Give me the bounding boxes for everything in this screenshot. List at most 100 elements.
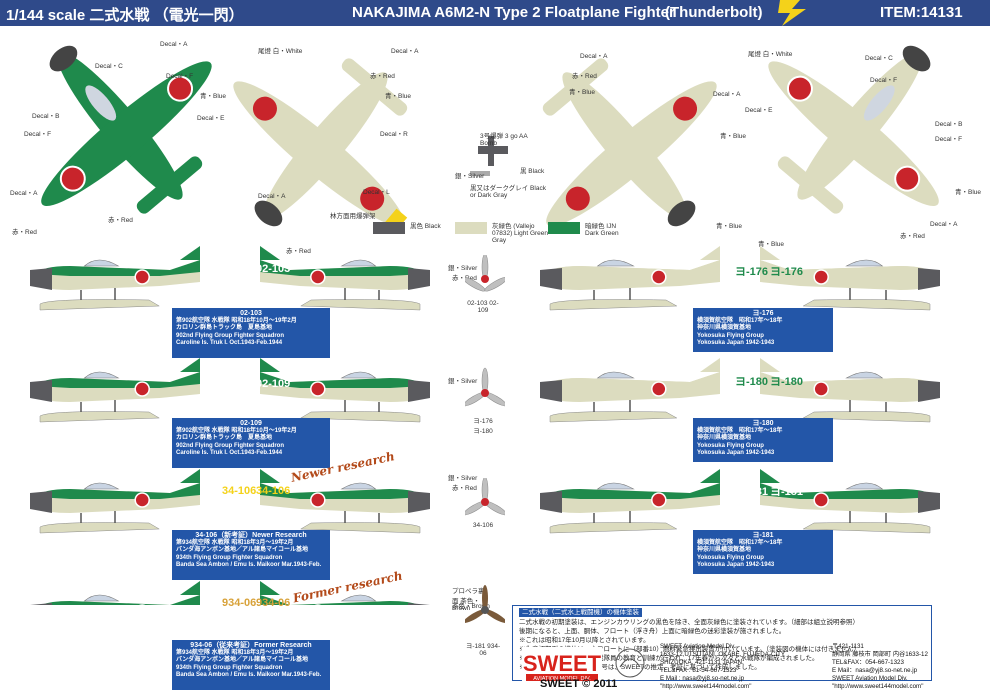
side-profile-right-a <box>540 358 720 423</box>
label-blue-3: 青・Blue <box>569 89 596 96</box>
side-profile-left-a <box>30 246 200 311</box>
label-decal-a-2: Decal・A <box>10 190 38 197</box>
code-left-3b: 34-106 <box>256 485 291 497</box>
label-decal-f-3: Decal・F <box>870 77 898 84</box>
hand-logo <box>615 648 645 678</box>
address-line: TEL&FAX：054-667-1323 <box>832 659 904 666</box>
label-decal-a-4: Decal・A <box>258 193 286 200</box>
label-decal-c-1: Decal・C <box>95 63 123 70</box>
brand-text: SWEET <box>523 651 602 676</box>
swatch-light-gray <box>455 222 487 234</box>
swatch-dark-green-label: 暗緑色 IJN Dark Green <box>585 223 619 237</box>
propeller-icon <box>465 367 505 407</box>
label-decal-a-6: Decal・A <box>713 91 741 98</box>
code-left-4a: 934-06 <box>222 597 257 609</box>
label-decal-r: Decal・R <box>380 131 408 138</box>
note-line: ※生産初期型の機体は、主フロートに（部番10）燃料緊急排出装置が付いています。（… <box>519 646 860 653</box>
plan-view-4 <box>768 45 939 214</box>
info-line: Caroline Is. Truk I. Oct.1943-Feb.1944 <box>176 450 283 456</box>
info-box-title: 02-103 <box>240 310 262 317</box>
info-line: Yokosuka Flying Group <box>697 554 764 561</box>
plan-view-3 <box>542 58 717 227</box>
swatch-black <box>373 222 405 234</box>
prop-silver-1: 銀・Silver <box>448 265 478 272</box>
info-line: Yokosuka Japan 1942-1943 <box>697 562 775 568</box>
label-decal-e-2: Decal・E <box>745 107 773 114</box>
info-line: 934th Flying Group Fighter Squadron <box>176 554 283 561</box>
address-line: "http://www.sweet144model.com" <box>660 683 752 690</box>
info-box-right-2: ヨ-180 横須賀航空隊 昭和17年～18年 神奈川県横須賀基地 Yokosuk… <box>693 418 833 462</box>
label-decal-a-1: Decal・A <box>160 41 188 48</box>
label-silver-1: 銀・Silver <box>455 173 485 180</box>
swatch-light-gray-label: 灰緑色 (Vallejo 07832) Light Green Gray <box>492 223 549 244</box>
lightning-icon <box>778 0 806 26</box>
note-line: ※横須賀航空隊では二式水戦隊員の教育と訓練が行われ、17年春から次々と水戦隊が編… <box>519 655 819 662</box>
info-line: 神奈川県横須賀基地 <box>697 325 752 331</box>
propeller-icon <box>465 585 505 623</box>
label-decal-f-2: Decal・F <box>24 131 52 138</box>
code-right-1b: ヨ-176 <box>770 266 804 278</box>
info-line: 横須賀航空隊 昭和17年～18年 <box>697 317 783 324</box>
label-bomb: 3号爆弾 3 go AA Bomb <box>480 133 528 147</box>
address-line: 〒421-1131 <box>832 643 864 650</box>
info-line: バンダ海アンボン基地／アル諸島マイコール基地 <box>176 657 309 663</box>
info-line: 902nd Flying Group Fighter Squadron <box>176 332 285 339</box>
code-right-3b: ヨ-181 <box>770 486 804 498</box>
prop-red-3: 赤・Red <box>452 485 477 492</box>
label-decal-a-5: Decal・A <box>580 53 608 60</box>
label-decal-e-1: Decal・E <box>197 115 225 122</box>
prop-brown-label: 茶色・Brown <box>452 603 490 610</box>
info-line: Caroline Is. Truk I. Oct.1943-Feb.1944 <box>176 340 283 346</box>
info-line: 横須賀航空隊 昭和17年～18年 <box>697 539 783 546</box>
label-red-5: 赤・Red <box>572 73 597 80</box>
label-blue-4: 青・Blue <box>716 223 743 230</box>
info-line: 902nd Flying Group Fighter Squadron <box>176 442 285 449</box>
note-line: ※これは昭和17年10月以降とされています。 <box>519 637 650 644</box>
address-line: E Mail : nasa@yj8.so-net.ne.jp <box>660 675 745 682</box>
copyright: SWEET © 2011 <box>540 678 618 690</box>
side-profile-right-b <box>760 469 940 534</box>
code-left-2b: 02-109 <box>256 378 291 390</box>
plan-view-1 <box>41 45 212 214</box>
address-line: SWEET Aviation Model Div. <box>832 675 908 682</box>
sweet-logo: SWEET AVIATION MODEL DIV. <box>522 647 602 683</box>
label-decal-c-2: Decal・C <box>865 55 893 62</box>
company-address-en: SWEET Aviation Model Div. 1633-12,UTSUTA… <box>660 643 785 691</box>
address-line: E Mail：nasa@yj8.so-net.ne.jp <box>832 667 918 674</box>
label-red-4: 赤・Red <box>286 248 311 255</box>
code-left-2a: 02-109 <box>222 378 257 390</box>
info-line: Yokosuka Japan 1942-1943 <box>697 340 775 346</box>
address-line: "http://www.sweet144model.com" <box>832 683 924 690</box>
info-line: Yokosuka Flying Group <box>697 332 764 339</box>
info-box-title: ヨ-176 <box>752 310 774 317</box>
info-line: 神奈川県横須賀基地 <box>697 547 752 553</box>
side-profile-left-b <box>260 246 430 311</box>
prop-brown-4: プロペラ裏面 茶色・Brown <box>452 588 485 612</box>
label-blue-7: 青・Blue <box>758 241 785 248</box>
propeller-icon <box>465 478 505 516</box>
info-box-left-2: 02-109 第902航空隊 水戦隊 昭和18年10月～19年2月 カロリン群島… <box>172 418 330 468</box>
prop-silver-3: 銀・Silver <box>448 475 478 482</box>
swatch-black-label: 黒色 Black <box>410 223 441 230</box>
side-profile-right-b <box>760 246 940 311</box>
code-right-3a: ヨ-181 <box>735 486 769 498</box>
label-red-6: 赤・Red <box>900 233 925 240</box>
address-line: 1633-12,UTSUTANI, OKABE, FUJIEDA-CITY <box>660 651 786 658</box>
code-left-1a: 02-103 <box>222 263 257 275</box>
info-line: Banda Sea Ambon / Emu Is. Maikoor Mar.19… <box>176 672 322 678</box>
code-right-2b: ヨ-180 <box>770 376 804 388</box>
label-red-3: 赤・Red <box>370 73 395 80</box>
side-profile-left-b <box>260 469 430 534</box>
label-decal-f-1: Decal・F <box>166 73 194 80</box>
code-left-3a: 34-106 <box>222 485 257 497</box>
label-blue-2: 青・Blue <box>385 93 412 100</box>
swatch-dark-green <box>548 222 580 234</box>
label-black-1: 黒 Black <box>520 168 545 175</box>
info-line: カロリン群島トラック島 夏島基地 <box>176 435 273 441</box>
side-profile-right-a <box>540 246 720 311</box>
label-blue-1: 青・Blue <box>200 93 227 100</box>
label-red-2: 赤・Red <box>12 229 37 236</box>
prop-label-3: 34-106 <box>472 522 494 529</box>
header-title: NAKAJIMA A6M2-N Type 2 Floatplane Fighte… <box>352 4 675 21</box>
label-blue-6: 青・Blue <box>955 189 982 196</box>
